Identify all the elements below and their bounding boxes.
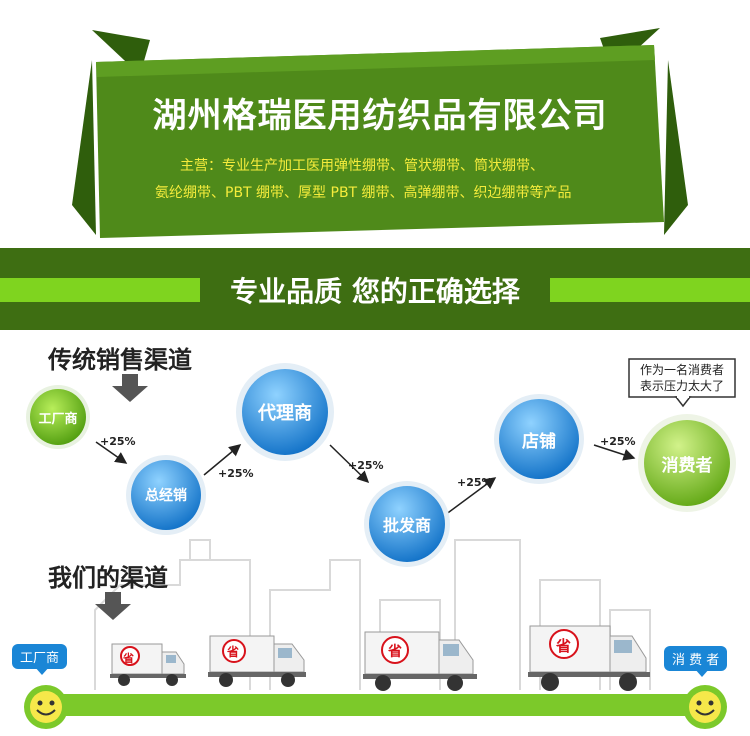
node-agent: 代理商 xyxy=(235,362,335,462)
markup-1: +25% xyxy=(100,435,136,448)
node-wholesaler: 批发商 xyxy=(363,480,451,568)
consumer-pill-pointer xyxy=(694,668,710,677)
truck-2-stamp: 省 xyxy=(227,645,240,659)
node-factory-label: 工厂商 xyxy=(38,411,78,427)
node-factory: 工厂商 xyxy=(25,384,91,450)
business-line-2: 氨纶绷带、PBT 绷带、厚型 PBT 绷带、高弹绷带、织边绷带等产品 xyxy=(155,185,572,201)
banner-ribbon xyxy=(72,28,688,238)
banner: 湖州格瑞医用纺织品有限公司 主营：专业生产加工医用弹性绷带、管状绷带、筒状绷带、… xyxy=(0,0,750,330)
markup-3: +25% xyxy=(348,459,384,472)
node-distributor: 总经销 xyxy=(125,454,207,536)
company-name: 湖州格瑞医用纺织品有限公司 xyxy=(152,96,608,136)
down-arrow-icon-2 xyxy=(95,592,131,620)
slogan-stripe-left xyxy=(0,278,200,302)
business-line-1: 主营：专业生产加工医用弹性绷带、管状绷带、筒状绷带、 xyxy=(180,158,544,174)
bubble-line-1: 作为一名消费者 xyxy=(639,363,724,377)
node-store: 店铺 xyxy=(493,393,585,485)
flow-arrows xyxy=(95,441,636,516)
markup-5: +25% xyxy=(600,435,636,448)
smiley-consumer-icon xyxy=(683,685,727,729)
node-agent-label: 代理商 xyxy=(258,403,312,424)
slogan-stripe-right xyxy=(550,278,750,302)
node-consumer: 消费者 xyxy=(637,413,737,513)
slogan: 专业品质 您的正确选择 xyxy=(230,275,520,308)
node-consumer-label: 消费者 xyxy=(661,455,713,476)
markup-4: +25% xyxy=(457,476,493,489)
ours-heading: 我们的渠道 xyxy=(48,564,168,592)
truck-1-icon xyxy=(110,643,186,686)
direct-channel-bar xyxy=(40,694,710,716)
truck-3-stamp: 省 xyxy=(388,644,402,660)
truck-4-stamp: 省 xyxy=(556,637,572,655)
consumer-pill: 消 费 者 xyxy=(664,646,728,671)
truck-3-icon xyxy=(363,631,477,691)
truck-2-icon xyxy=(208,635,306,687)
down-arrow-icon xyxy=(112,374,148,402)
factory-pill-pointer xyxy=(34,666,50,675)
bubble-line-2: 表示压力太大了 xyxy=(639,379,724,393)
factory-pill: 工厂商 xyxy=(12,644,68,669)
node-distributor-label: 总经销 xyxy=(145,488,187,504)
truck-1-stamp: 省 xyxy=(123,652,134,665)
node-wholesaler-label: 批发商 xyxy=(382,516,431,535)
smiley-factory-icon xyxy=(24,685,68,729)
speech-bubble xyxy=(628,358,736,408)
truck-4-icon xyxy=(528,625,650,691)
markup-2: +25% xyxy=(218,467,254,480)
node-store-label: 店铺 xyxy=(522,431,556,452)
traditional-heading: 传统销售渠道 xyxy=(48,346,192,374)
